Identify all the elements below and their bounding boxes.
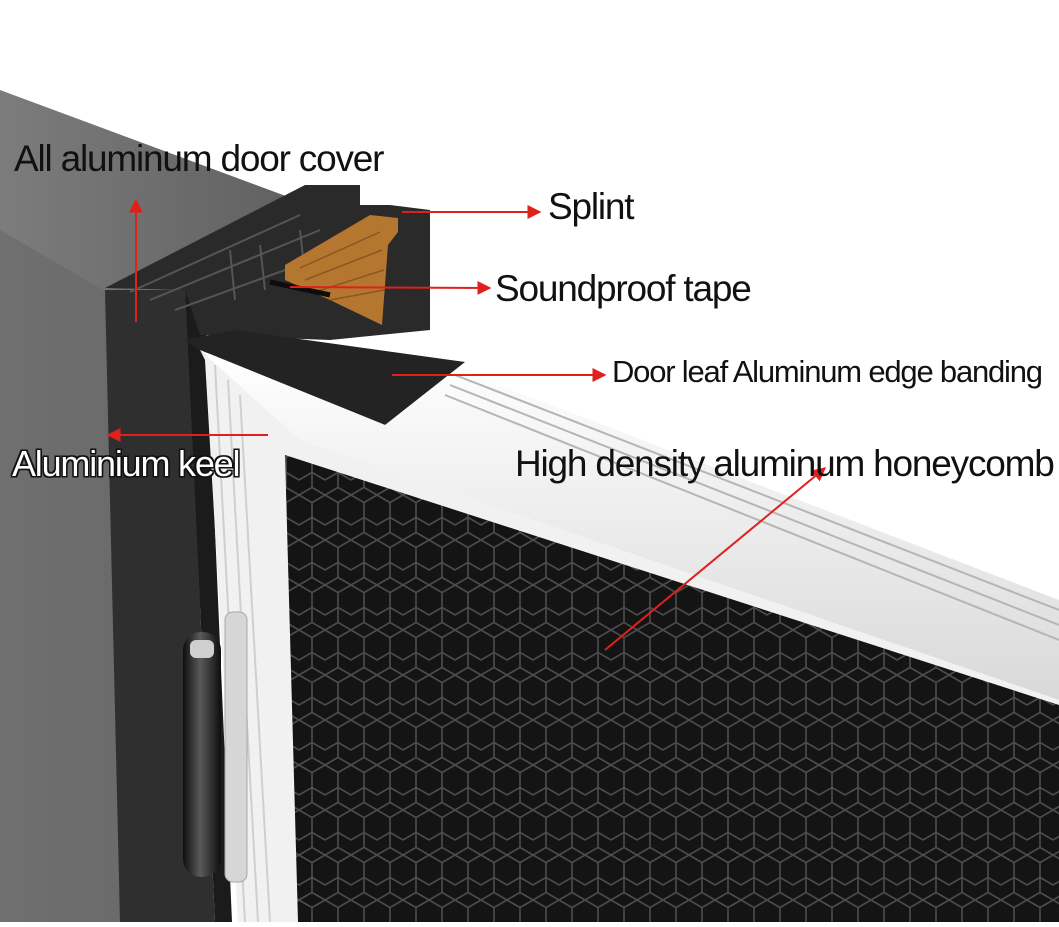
- hinge-body: [183, 632, 221, 877]
- label-edge-banding: Door leaf Aluminum edge banding: [612, 354, 1043, 389]
- splint-block: [285, 215, 398, 325]
- edge-banding-strip: [200, 350, 1059, 700]
- profile-inner-lines: [129, 214, 341, 311]
- soundproof-tape: [269, 279, 331, 298]
- honeycomb-core: [285, 455, 1059, 922]
- splint-grain: [299, 231, 385, 301]
- label-honeycomb: High density aluminum honeycomb: [515, 443, 1055, 484]
- hinge-knuckle: [224, 611, 248, 883]
- label-keel: Aluminium keel: [12, 443, 240, 484]
- arrow-honeycomb: [604, 467, 827, 651]
- arrow-soundproof: [289, 280, 492, 295]
- label-splint: Splint: [548, 186, 635, 227]
- edge-banding-grooves: [444, 374, 1059, 641]
- edge-banding-cap: [185, 330, 465, 425]
- label-door-cover: All aluminum door cover: [14, 138, 384, 179]
- label-soundproof-tape: Soundproof tape: [495, 268, 752, 309]
